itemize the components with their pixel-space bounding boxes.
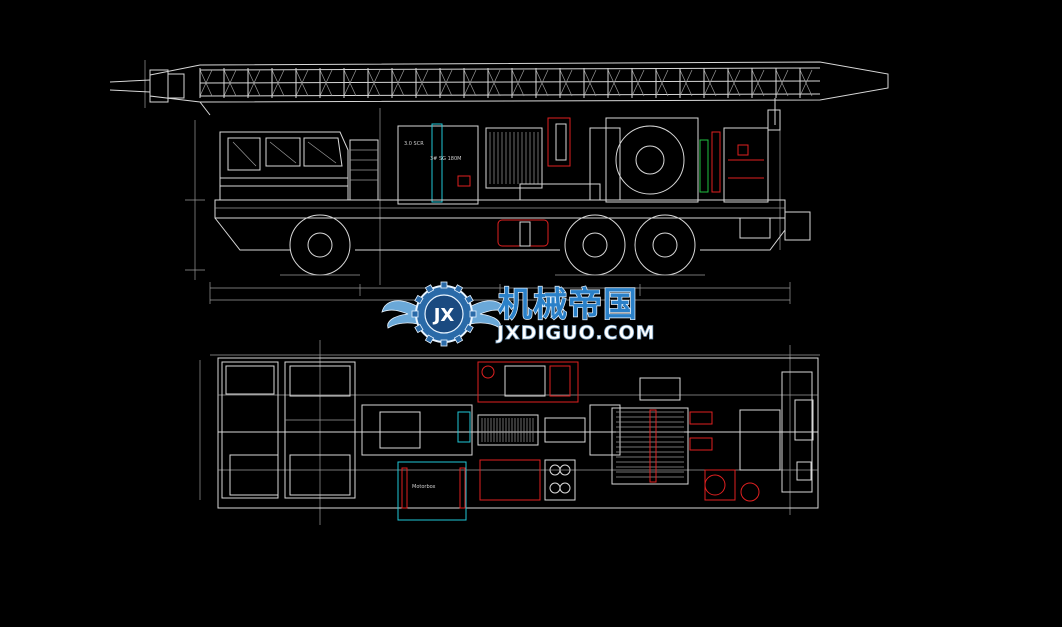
watermark-logo: JX 机械帝国 JXDIGUO.COM — [381, 281, 656, 347]
truck-cab — [219, 131, 379, 201]
plan-red-components — [477, 361, 579, 501]
svg-text:Motorbox: Motorbox — [412, 484, 436, 490]
side-elevation-view: 3.0 SCR 3# SG 180M — [109, 60, 889, 304]
svg-text:3.0 SCR: 3.0 SCR — [404, 141, 424, 147]
plan-rear-pumps — [704, 371, 814, 502]
plan-cab — [221, 361, 356, 499]
mast-lattice — [109, 61, 889, 131]
plan-motorbox: Motorbox — [397, 461, 467, 521]
svg-text:3# SG 180M: 3# SG 180M — [430, 156, 461, 162]
watermark-wing-right — [467, 300, 507, 329]
side-dimension-lines — [144, 60, 791, 304]
watermark-text-en: JXDIGUO.COM — [495, 322, 656, 344]
plan-drum — [611, 377, 713, 485]
truck-wheels — [280, 214, 705, 276]
truck-chassis — [214, 199, 811, 251]
plan-drivetrain — [361, 404, 621, 456]
equipment-modules: 3.0 SCR 3# SG 180M — [397, 117, 769, 205]
watermark-logo-letters: JX — [432, 305, 455, 326]
watermark-wing-left — [381, 300, 421, 329]
watermark-text-cn: 机械帝国 — [498, 285, 638, 325]
plan-view: Motorbox — [199, 340, 820, 525]
